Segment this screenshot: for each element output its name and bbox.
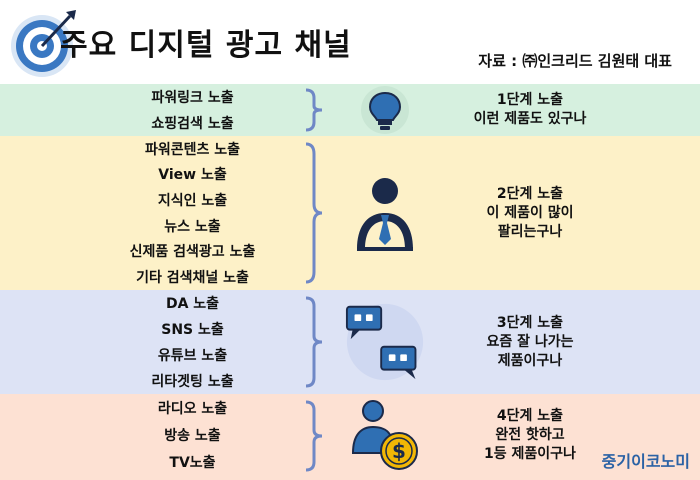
brace-3 bbox=[305, 296, 323, 388]
stage-2-text: 2단계 노출 이 제품이 많이 팔리는구나 bbox=[440, 136, 620, 290]
stage-1-text: 1단계 노출 이런 제품도 있구나 bbox=[440, 84, 620, 136]
person-money-icon: $ bbox=[351, 400, 418, 470]
watermark: 중기이코노미 bbox=[601, 452, 690, 471]
channel-item: View 노출 bbox=[158, 167, 227, 184]
band-4-items: 라디오 노출 방송 노출 TV노출 bbox=[90, 394, 295, 476]
channel-item: DA 노출 bbox=[165, 296, 220, 312]
stage-4-text: 4단계 노출 완전 핫하고 1등 제품이구나 bbox=[440, 394, 620, 476]
band-stage-2 bbox=[0, 136, 700, 290]
band-3-items: DA 노출 SNS 노출 유튜브 노출 리타겟팅 노출 bbox=[90, 290, 295, 394]
channel-item: 파워콘텐츠 노출 bbox=[144, 141, 241, 158]
stage-4-desc-2: 1등 제품이구나 bbox=[484, 445, 576, 462]
stage-2-desc-1: 이 제품이 많이 bbox=[486, 204, 574, 221]
channel-item: 리타겟팅 노출 bbox=[151, 374, 234, 390]
channel-item: 쇼핑검색 노출 bbox=[151, 116, 234, 132]
band-3-icon-wrap bbox=[345, 290, 425, 394]
band-2-icon-wrap bbox=[345, 136, 425, 290]
stage-3-text: 3단계 노출 요즘 잘 나가는 제품이구나 bbox=[440, 290, 620, 394]
channel-item: 유튜브 노출 bbox=[157, 348, 228, 364]
channel-item: 기타 검색채널 노출 bbox=[136, 270, 249, 287]
band-1-icon-wrap bbox=[345, 84, 425, 136]
stage-1-label: 1단계 노출 bbox=[496, 92, 564, 108]
channel-item: SNS 노출 bbox=[161, 322, 224, 338]
channel-item: 신제품 검색광고 노출 bbox=[129, 244, 256, 261]
channel-item: TV노출 bbox=[169, 455, 216, 472]
stage-3-desc-1: 요즘 잘 나가는 bbox=[486, 333, 574, 350]
band-1-items: 파워링크 노출 쇼핑검색 노출 bbox=[90, 84, 295, 136]
page-title: 주요 디지털 광고 채널 bbox=[60, 28, 352, 63]
stage-4-desc-1: 완전 핫하고 bbox=[495, 426, 565, 443]
channel-item: 파워링크 노출 bbox=[151, 90, 234, 106]
person-icon bbox=[357, 178, 413, 251]
band-4-icon-wrap: $ bbox=[345, 394, 425, 476]
stage-1-desc: 이런 제품도 있구나 bbox=[473, 111, 587, 127]
channel-item: 라디오 노출 bbox=[157, 400, 228, 417]
band-stage-1 bbox=[0, 84, 700, 136]
band-2-items: 파워콘텐츠 노출 View 노출 지식인 노출 뉴스 노출 신제품 검색광고 노… bbox=[90, 136, 295, 290]
header: 주요 디지털 광고 채널 자료 : ㈜인크리드 김원태 대표 bbox=[0, 0, 700, 84]
chat-bubbles-icon bbox=[345, 303, 424, 381]
brace-1 bbox=[305, 88, 323, 132]
stage-3-label: 3단계 노출 bbox=[496, 314, 564, 331]
channel-item: 방송 노출 bbox=[164, 427, 221, 444]
stage-2-label: 2단계 노출 bbox=[496, 185, 564, 202]
target-icon bbox=[11, 10, 76, 77]
svg-text:$: $ bbox=[392, 439, 406, 463]
lightbulb-icon bbox=[361, 86, 409, 134]
channel-item: 지식인 노출 bbox=[157, 193, 228, 210]
source-credit: 자료 : ㈜인크리드 김원태 대표 bbox=[478, 52, 672, 70]
band-stage-4 bbox=[0, 394, 700, 480]
stage-4-label: 4단계 노출 bbox=[496, 407, 564, 424]
channel-item: 뉴스 노출 bbox=[164, 218, 221, 235]
stage-2-desc-2: 팔리는구나 bbox=[497, 223, 563, 240]
stage-3-desc-2: 제품이구나 bbox=[497, 352, 563, 369]
brace-2 bbox=[305, 142, 323, 284]
brace-4 bbox=[305, 400, 323, 472]
